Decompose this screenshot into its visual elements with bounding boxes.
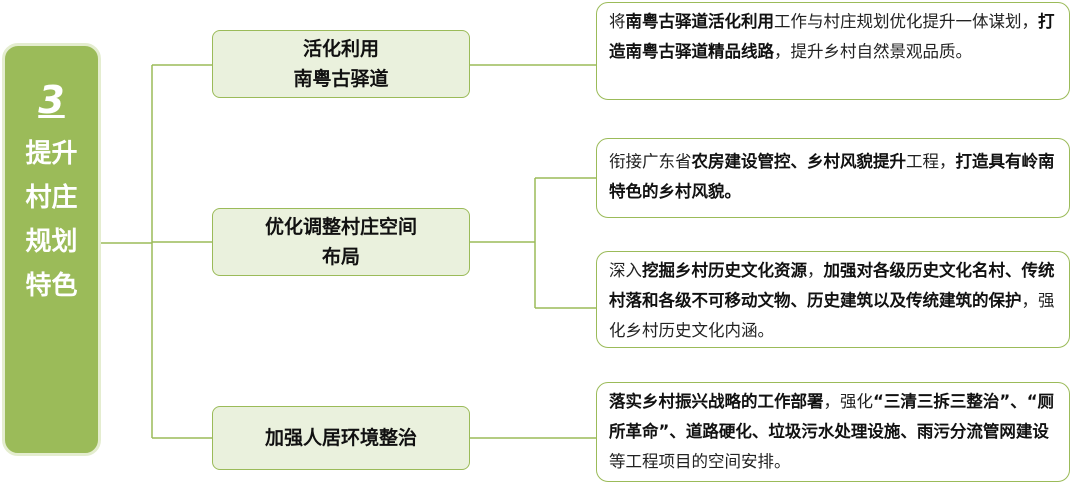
branch-label-line: 加强人居环境整治 [264, 427, 417, 449]
leaf-text: 等工程项目的空间安排。 [609, 452, 791, 471]
root-title-line: 提升 [25, 139, 78, 169]
leaf-text: ，提升乡村自然景观品质。 [774, 42, 972, 61]
root-title: 提升 村庄 规划 特色 [5, 132, 98, 308]
leaf-emphasis-text: “三清三拆三整治”、“厕所革命”、道路硬化、垃圾污水处理设施、雨污分流管网建设 [609, 392, 1055, 441]
leaf-text: 工程， [906, 152, 956, 171]
leaf-emphasis-text: 打造具有岭南特色的乡村风貌。 [609, 152, 1055, 201]
leaf-text: 深入 [609, 261, 642, 280]
leaf-emphasis-text: 南粤古驿道活化利用 [625, 12, 775, 31]
branch-label-line: 活化利用 [302, 38, 379, 60]
root-title-line: 规划 [25, 227, 78, 257]
leaf-emphasis-text: 挖掘乡村历史文化资源 [642, 261, 807, 280]
leaf-text: ， [807, 261, 824, 280]
leaf-emphasis-text: 落实乡村振兴战略的工作部署 [609, 392, 824, 411]
leaf-node-4: 落实乡村振兴战略的工作部署，强化“三清三拆三整治”、“厕所革命”、道路硬化、垃圾… [596, 382, 1070, 482]
root-node: 3 提升 村庄 规划 特色 [2, 43, 101, 456]
branch-node-1: 活化利用 南粤古驿道 [212, 30, 470, 98]
root-title-line: 村庄 [25, 183, 78, 213]
root-title-line: 特色 [25, 271, 78, 301]
root-number: 3 [38, 78, 65, 122]
leaf-node-3: 深入挖掘乡村历史文化资源，加强对各级历史文化名村、传统村落和各级不可移动文物、历… [596, 251, 1070, 348]
leaf-emphasis-text: 加强对各级历史文化名村、传统村落和各级不可移动文物、历史建筑以及传统建筑的保护 [609, 261, 1055, 310]
branch-label-line: 优化调整村庄空间 [264, 216, 417, 238]
branch-label-line: 布局 [321, 246, 360, 268]
leaf-emphasis-text: 打造南粤古驿道精品线路 [609, 12, 1055, 61]
leaf-emphasis-text: 农房建设管控、乡村风貌提升 [691, 152, 907, 171]
leaf-text: ，强化乡村历史文化内涵。 [609, 291, 1055, 340]
branch-node-2: 优化调整村庄空间 布局 [212, 208, 470, 276]
branch-node-3: 加强人居环境整治 [212, 406, 470, 470]
leaf-text: 工作与村庄规划优化提升一体谋划， [774, 12, 1038, 31]
leaf-text: 衔接广东省 [609, 152, 692, 171]
leaf-text: 将 [609, 12, 626, 31]
leaf-node-2: 衔接广东省农房建设管控、乡村风貌提升工程，打造具有岭南特色的乡村风貌。 [596, 138, 1070, 218]
branch-label-line: 南粤古驿道 [293, 68, 389, 90]
leaf-node-1: 将南粤古驿道活化利用工作与村庄规划优化提升一体谋划，打造南粤古驿道精品线路，提升… [596, 2, 1070, 100]
leaf-text: ，强化 [823, 392, 874, 411]
